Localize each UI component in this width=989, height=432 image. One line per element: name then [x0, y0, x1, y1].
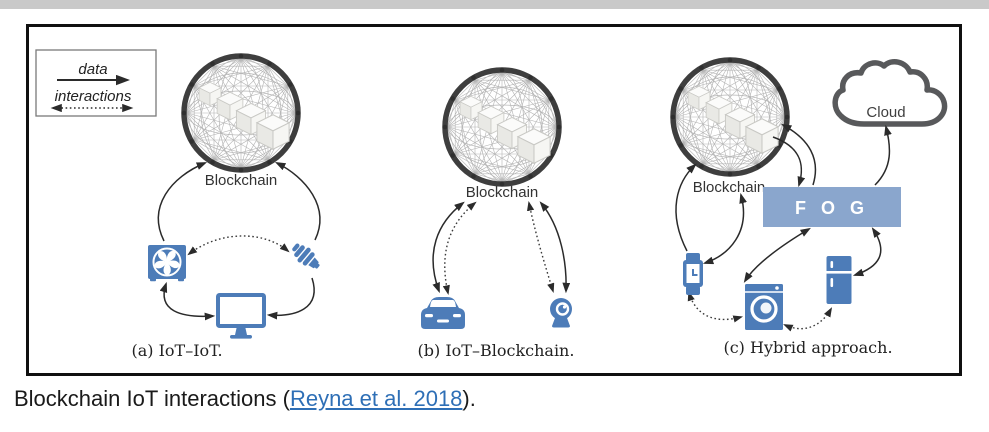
arrow-car-blockchain-interaction — [442, 201, 477, 296]
washing-machine-icon — [743, 282, 785, 332]
blockchain-label-c: Blockchain — [693, 179, 766, 196]
legend-interactions-label: interactions — [55, 88, 132, 105]
smartwatch-icon — [682, 252, 704, 296]
car-icon — [421, 297, 465, 329]
arrow-fan-bulb-interaction — [187, 235, 290, 256]
arrow-fog-to-blockchain — [781, 123, 817, 186]
panel-a: Blockchain (a) IoT–IoT. — [131, 54, 325, 360]
arrow-washer-fridge-interaction — [783, 307, 833, 332]
arrow-watch-washer-interaction — [687, 290, 744, 323]
citation-link[interactable]: Reyna et al. 2018 — [289, 386, 463, 411]
panel-c-caption: (c) Hybrid approach. — [723, 338, 892, 357]
arrow-car-blockchain-data — [432, 201, 465, 294]
arrow-webcam-blockchain-data — [539, 201, 571, 294]
arrow-webcam-blockchain-interaction — [526, 200, 555, 294]
legend: data interactions — [35, 49, 157, 117]
window-edge-strip — [0, 0, 989, 9]
caption-prefix: Blockchain IoT interactions ( — [14, 386, 290, 411]
blockchain-label-a: Blockchain — [205, 172, 278, 189]
fridge-icon — [826, 256, 852, 304]
cloud-label: Cloud — [866, 104, 905, 121]
blockchain-globe-c — [671, 58, 790, 177]
monitor-icon — [216, 293, 266, 341]
legend-data-label: data — [78, 61, 107, 78]
fan-icon — [147, 244, 187, 283]
caption-suffix: ). — [462, 386, 476, 411]
figure-caption: Blockchain IoT interactions (Reyna et al… — [14, 386, 476, 412]
cloud-shape — [832, 59, 948, 127]
blockchain-globe-b — [443, 68, 562, 187]
panel-a-caption: (a) IoT–IoT. — [131, 341, 222, 360]
diagram-canvas: data interactions Blockchain — [35, 49, 948, 360]
figure-border-box: data interactions Blockchain — [26, 24, 962, 376]
fog-label: F O G — [795, 198, 869, 218]
cloud: Cloud — [832, 59, 948, 127]
arrow-fog-washer — [743, 227, 811, 283]
arrow-fan-monitor — [159, 281, 216, 321]
arrow-fan-to-blockchain — [157, 162, 208, 242]
blockchain-label-b: Blockchain — [466, 184, 539, 201]
webcam-icon — [548, 296, 574, 329]
arrow-blockchain-to-watch — [702, 192, 747, 265]
arrow-bulb-monitor — [266, 277, 315, 320]
blockchain-globe-a — [182, 54, 301, 173]
cfl-bulb-icon — [288, 239, 325, 274]
arrow-bulb-to-blockchain — [274, 161, 321, 241]
panel-c: Blockchain Cloud — [671, 58, 948, 357]
arrow-blockchain-to-fog — [772, 136, 806, 188]
panel-b: Blockchain (b) IoT–Blockchain. — [418, 68, 575, 360]
arrow-watch-to-blockchain — [675, 163, 697, 252]
arrow-fog-fridge — [852, 227, 882, 277]
panel-b-caption: (b) IoT–Blockchain. — [418, 341, 575, 360]
fog-rect — [763, 187, 901, 227]
arrow-fog-to-cloud — [874, 124, 892, 186]
fog-box: F O G — [763, 187, 901, 227]
